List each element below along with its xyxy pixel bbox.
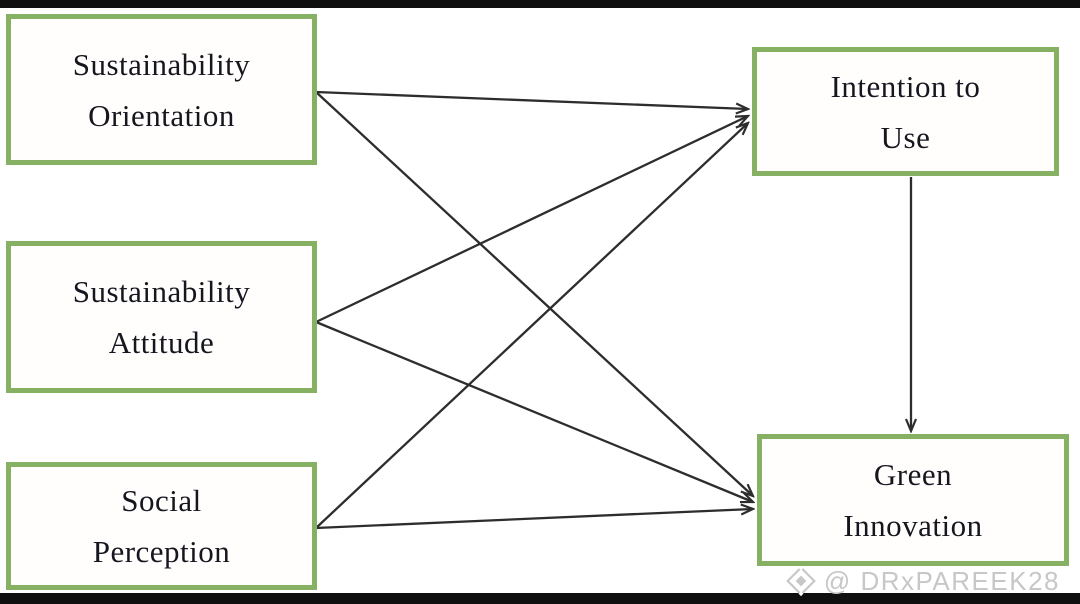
node-label-line: Green [873,457,953,492]
node-label-line: Intention to [830,68,981,104]
edge-sustainability-orientation-to-green-innovation [315,91,753,496]
node-label-line: Innovation [843,508,983,543]
node-label-line: Perception [92,534,231,569]
edge-sustainability-orientation-to-intention-to-use [315,90,748,109]
node-sustainability-attitude: Sustainability Attitude [6,241,317,393]
node-label-line: Attitude [108,325,215,360]
edge-social-perception-to-intention-to-use [315,123,748,529]
node-intention-to-use: Intention to Use [752,47,1059,176]
watermark: @ DRxPAREEK28 [785,565,1060,597]
node-social-perception: Social Perception [6,462,317,590]
node-label-line: Orientation [88,97,235,133]
edge-social-perception-to-green-innovation [315,509,753,530]
bottom-black-bar [0,593,1080,604]
node-label-line: Sustainability [72,274,251,309]
node-label-line: Social [121,483,202,518]
watermark-text: @ DRxPAREEK28 [823,565,1060,596]
edge-sustainability-attitude-to-green-innovation [315,320,753,502]
edge-sustainability-attitude-to-intention-to-use [315,116,748,324]
top-black-bar [0,0,1080,8]
node-green-innovation: Green Innovation [757,434,1069,566]
node-sustainability-orientation: Sustainability Orientation [6,14,317,165]
diamond-gem-icon [786,565,816,597]
node-label-line: Use [880,119,931,155]
node-label-line: Sustainability [72,46,251,82]
